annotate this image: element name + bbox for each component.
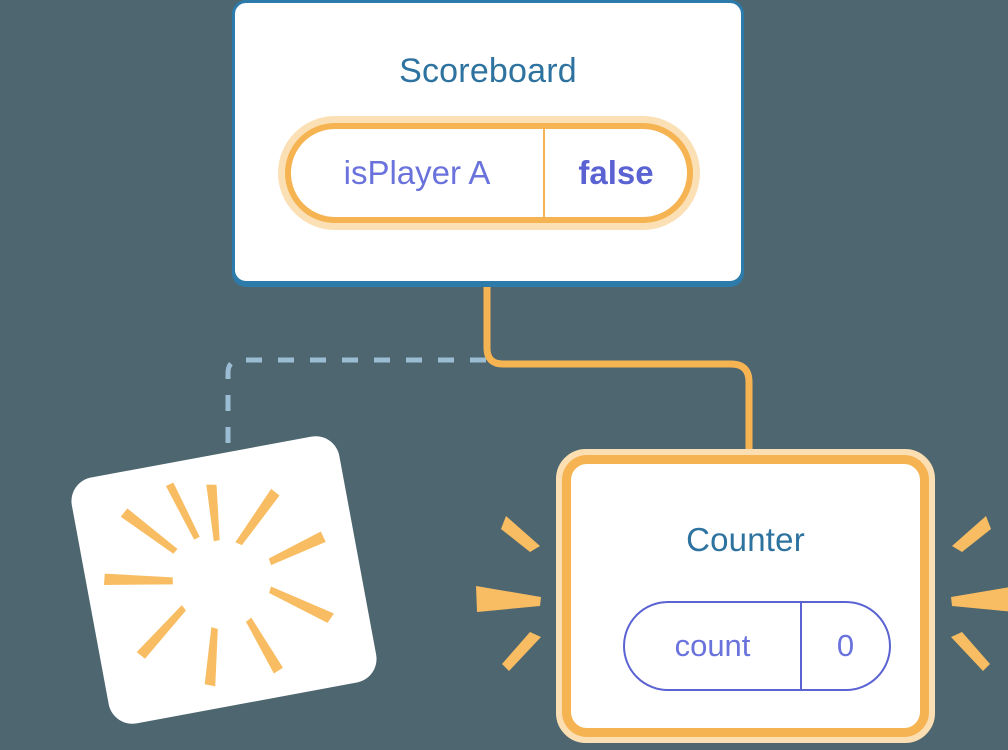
counter-prop-divider [800, 603, 802, 689]
scoreboard-prop-pill[interactable]: isPlayer A false [278, 116, 700, 230]
scoreboard-prop-divider [543, 129, 545, 217]
component-card-counter[interactable]: Counter count 0 [556, 449, 935, 743]
scoreboard-prop-key: isPlayer A [343, 154, 491, 191]
wire-scoreboard-to-counter [483, 284, 753, 456]
scoreboard-prop-value: false [578, 154, 654, 191]
scoreboard-title: Scoreboard [399, 52, 577, 90]
counter-title: Counter [686, 521, 805, 558]
counter-prop-key: count [674, 628, 751, 663]
counter-prop-value: 0 [836, 628, 855, 663]
scoreboard-prop-pill-glow [278, 116, 700, 230]
component-card-scoreboard[interactable]: Scoreboard isPlayer A false [232, 0, 744, 284]
counter-prop-pill[interactable]: count 0 [623, 601, 891, 691]
removed-component-card [67, 432, 381, 728]
